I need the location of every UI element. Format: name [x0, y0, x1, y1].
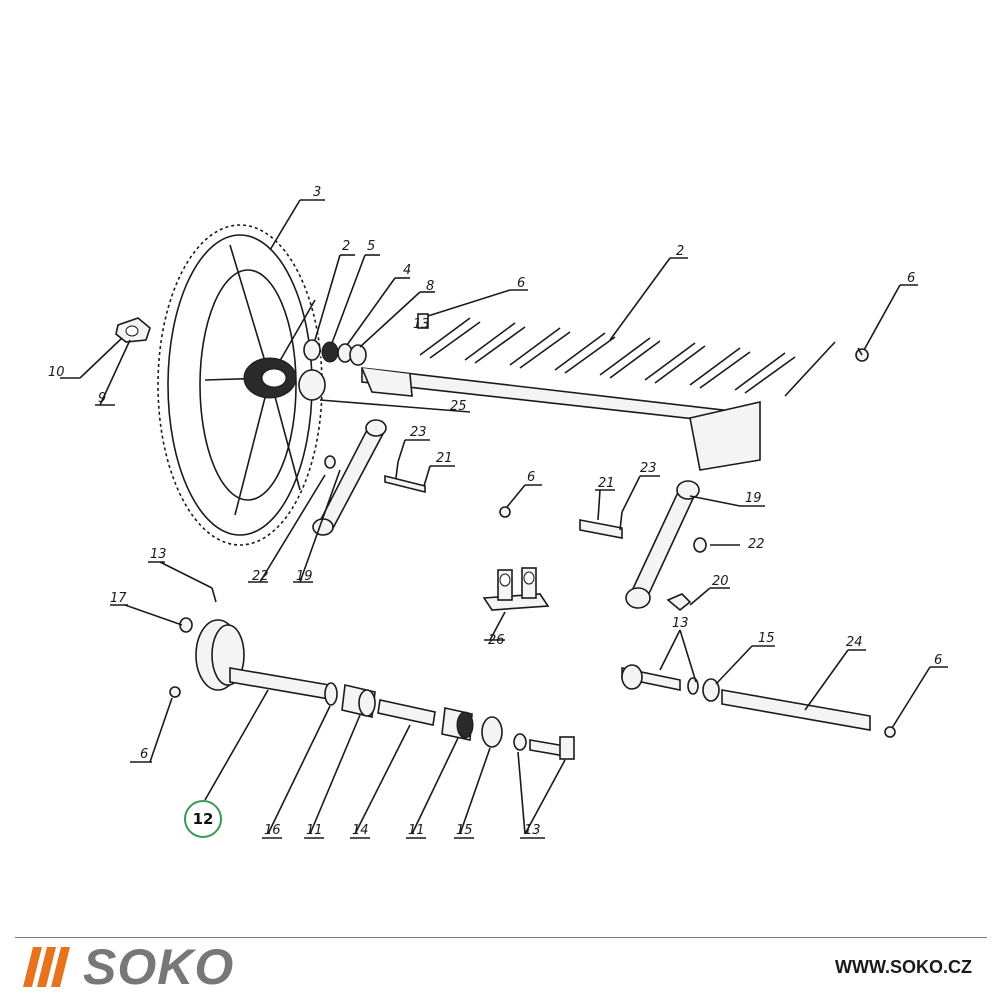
callout-11: 11 — [408, 823, 425, 838]
callout-13: 13 — [524, 823, 541, 838]
callout-6: 6 — [140, 747, 148, 762]
callout-15: 15 — [456, 823, 473, 838]
gear-wheel — [157, 224, 323, 546]
callout-2: 2 — [342, 239, 350, 254]
callout-24: 24 — [846, 635, 863, 650]
callout-15: 15 — [758, 631, 775, 646]
callout-22: 22 — [252, 569, 269, 584]
callout-6: 6 — [934, 653, 942, 668]
callout-17: 17 — [110, 591, 127, 606]
callout-8: 8 — [426, 279, 434, 294]
callout-13: 13 — [150, 547, 167, 562]
website-link[interactable]: WWW.SOKO.CZ — [835, 957, 972, 977]
callout-5: 5 — [367, 239, 375, 254]
callout-21: 21 — [598, 476, 615, 491]
lower-right-shaft — [621, 664, 896, 738]
leader-lines — [60, 199, 948, 839]
rake-shaft — [299, 317, 856, 471]
lower-shaft-assembly — [169, 587, 575, 760]
callout-9: 9 — [98, 391, 106, 406]
soko-logo[interactable]: SOKO — [23, 939, 235, 995]
connecting-rod-left — [312, 419, 426, 536]
callout-4: 4 — [403, 263, 411, 278]
callout-6: 6 — [907, 271, 915, 286]
callout-22: 22 — [748, 537, 765, 552]
callout-25: 25 — [450, 399, 467, 414]
callout-11: 11 — [306, 823, 323, 838]
callout-13: 13 — [672, 616, 689, 631]
callout-16: 16 — [264, 823, 281, 838]
callout-labels: 3 2 5 4 8 6 2 6 13 10 9 25 23 21 6 21 23… — [48, 185, 942, 838]
callout-23: 23 — [640, 461, 657, 476]
logo-bars-icon — [23, 947, 70, 987]
highlighted-part-callout[interactable]: 12 — [184, 800, 222, 838]
callout-14: 14 — [352, 823, 369, 838]
footer-divider — [15, 937, 987, 938]
small-hardware-top — [115, 313, 869, 518]
exploded-parts-diagram: 3 2 5 4 8 6 2 6 13 10 9 25 23 21 6 21 23… — [48, 185, 948, 839]
callout-20: 20 — [712, 574, 729, 589]
bracket — [482, 567, 550, 611]
callout-10: 10 — [48, 365, 65, 380]
callout-6: 6 — [527, 470, 535, 485]
callout-26: 26 — [488, 633, 505, 648]
callout-23: 23 — [410, 425, 427, 440]
callout-6: 6 — [517, 276, 525, 291]
callout-3: 3 — [313, 185, 321, 200]
connecting-rod-right — [579, 480, 707, 612]
callout-2: 2 — [676, 244, 684, 259]
logo-wordmark: SOKO — [83, 939, 235, 995]
callout-21: 21 — [436, 451, 453, 466]
hub-washers — [298, 339, 367, 401]
callout-19: 19 — [745, 491, 762, 506]
callout-13: 13 — [413, 317, 430, 332]
callout-19: 19 — [296, 569, 313, 584]
